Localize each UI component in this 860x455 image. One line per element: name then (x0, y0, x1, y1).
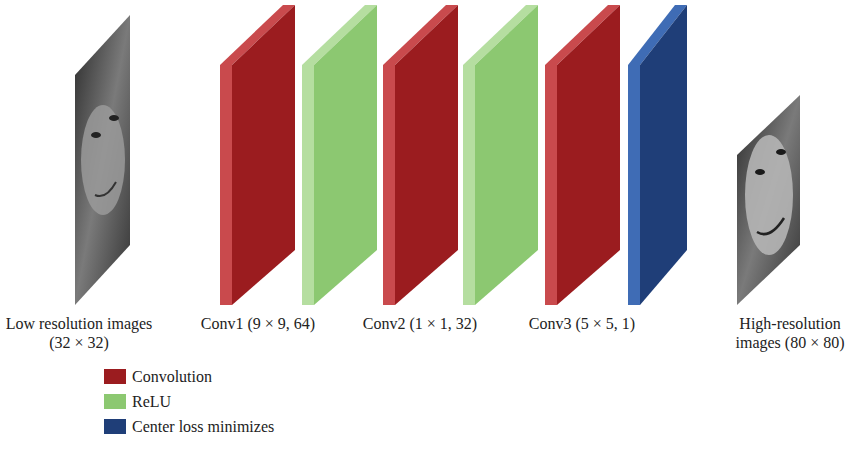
output-caption: High-resolution images (80 × 80) (726, 314, 854, 352)
layer-caption: Conv1 (9 × 9, 64) (183, 314, 333, 333)
legend-text: ReLU (132, 392, 171, 411)
input-caption: Low resolution images (32 × 32) (4, 314, 154, 352)
convolution-layer (557, 5, 620, 305)
center-loss-layer (628, 65, 640, 305)
relu-layer (314, 5, 377, 305)
legend-swatch (104, 369, 126, 384)
legend-text: Convolution (132, 367, 212, 386)
convolution-layer (232, 5, 295, 305)
layer-caption: Conv3 (5 × 5, 1) (507, 314, 657, 333)
legend-text: Center loss minimizes (132, 417, 274, 436)
convolution-layer (383, 65, 395, 305)
relu-layer (302, 65, 314, 305)
convolution-layer (545, 65, 557, 305)
relu-layer (463, 65, 475, 305)
layer-caption: Conv2 (1 × 1, 32) (345, 314, 495, 333)
convolution-layer (220, 65, 232, 305)
relu-layer (475, 5, 538, 305)
legend-swatch (104, 394, 126, 409)
convolution-layer (395, 5, 458, 305)
output-face-image (737, 95, 800, 305)
input-face-image (75, 15, 130, 305)
legend-swatch (104, 419, 126, 434)
center-loss-layer (640, 5, 687, 305)
